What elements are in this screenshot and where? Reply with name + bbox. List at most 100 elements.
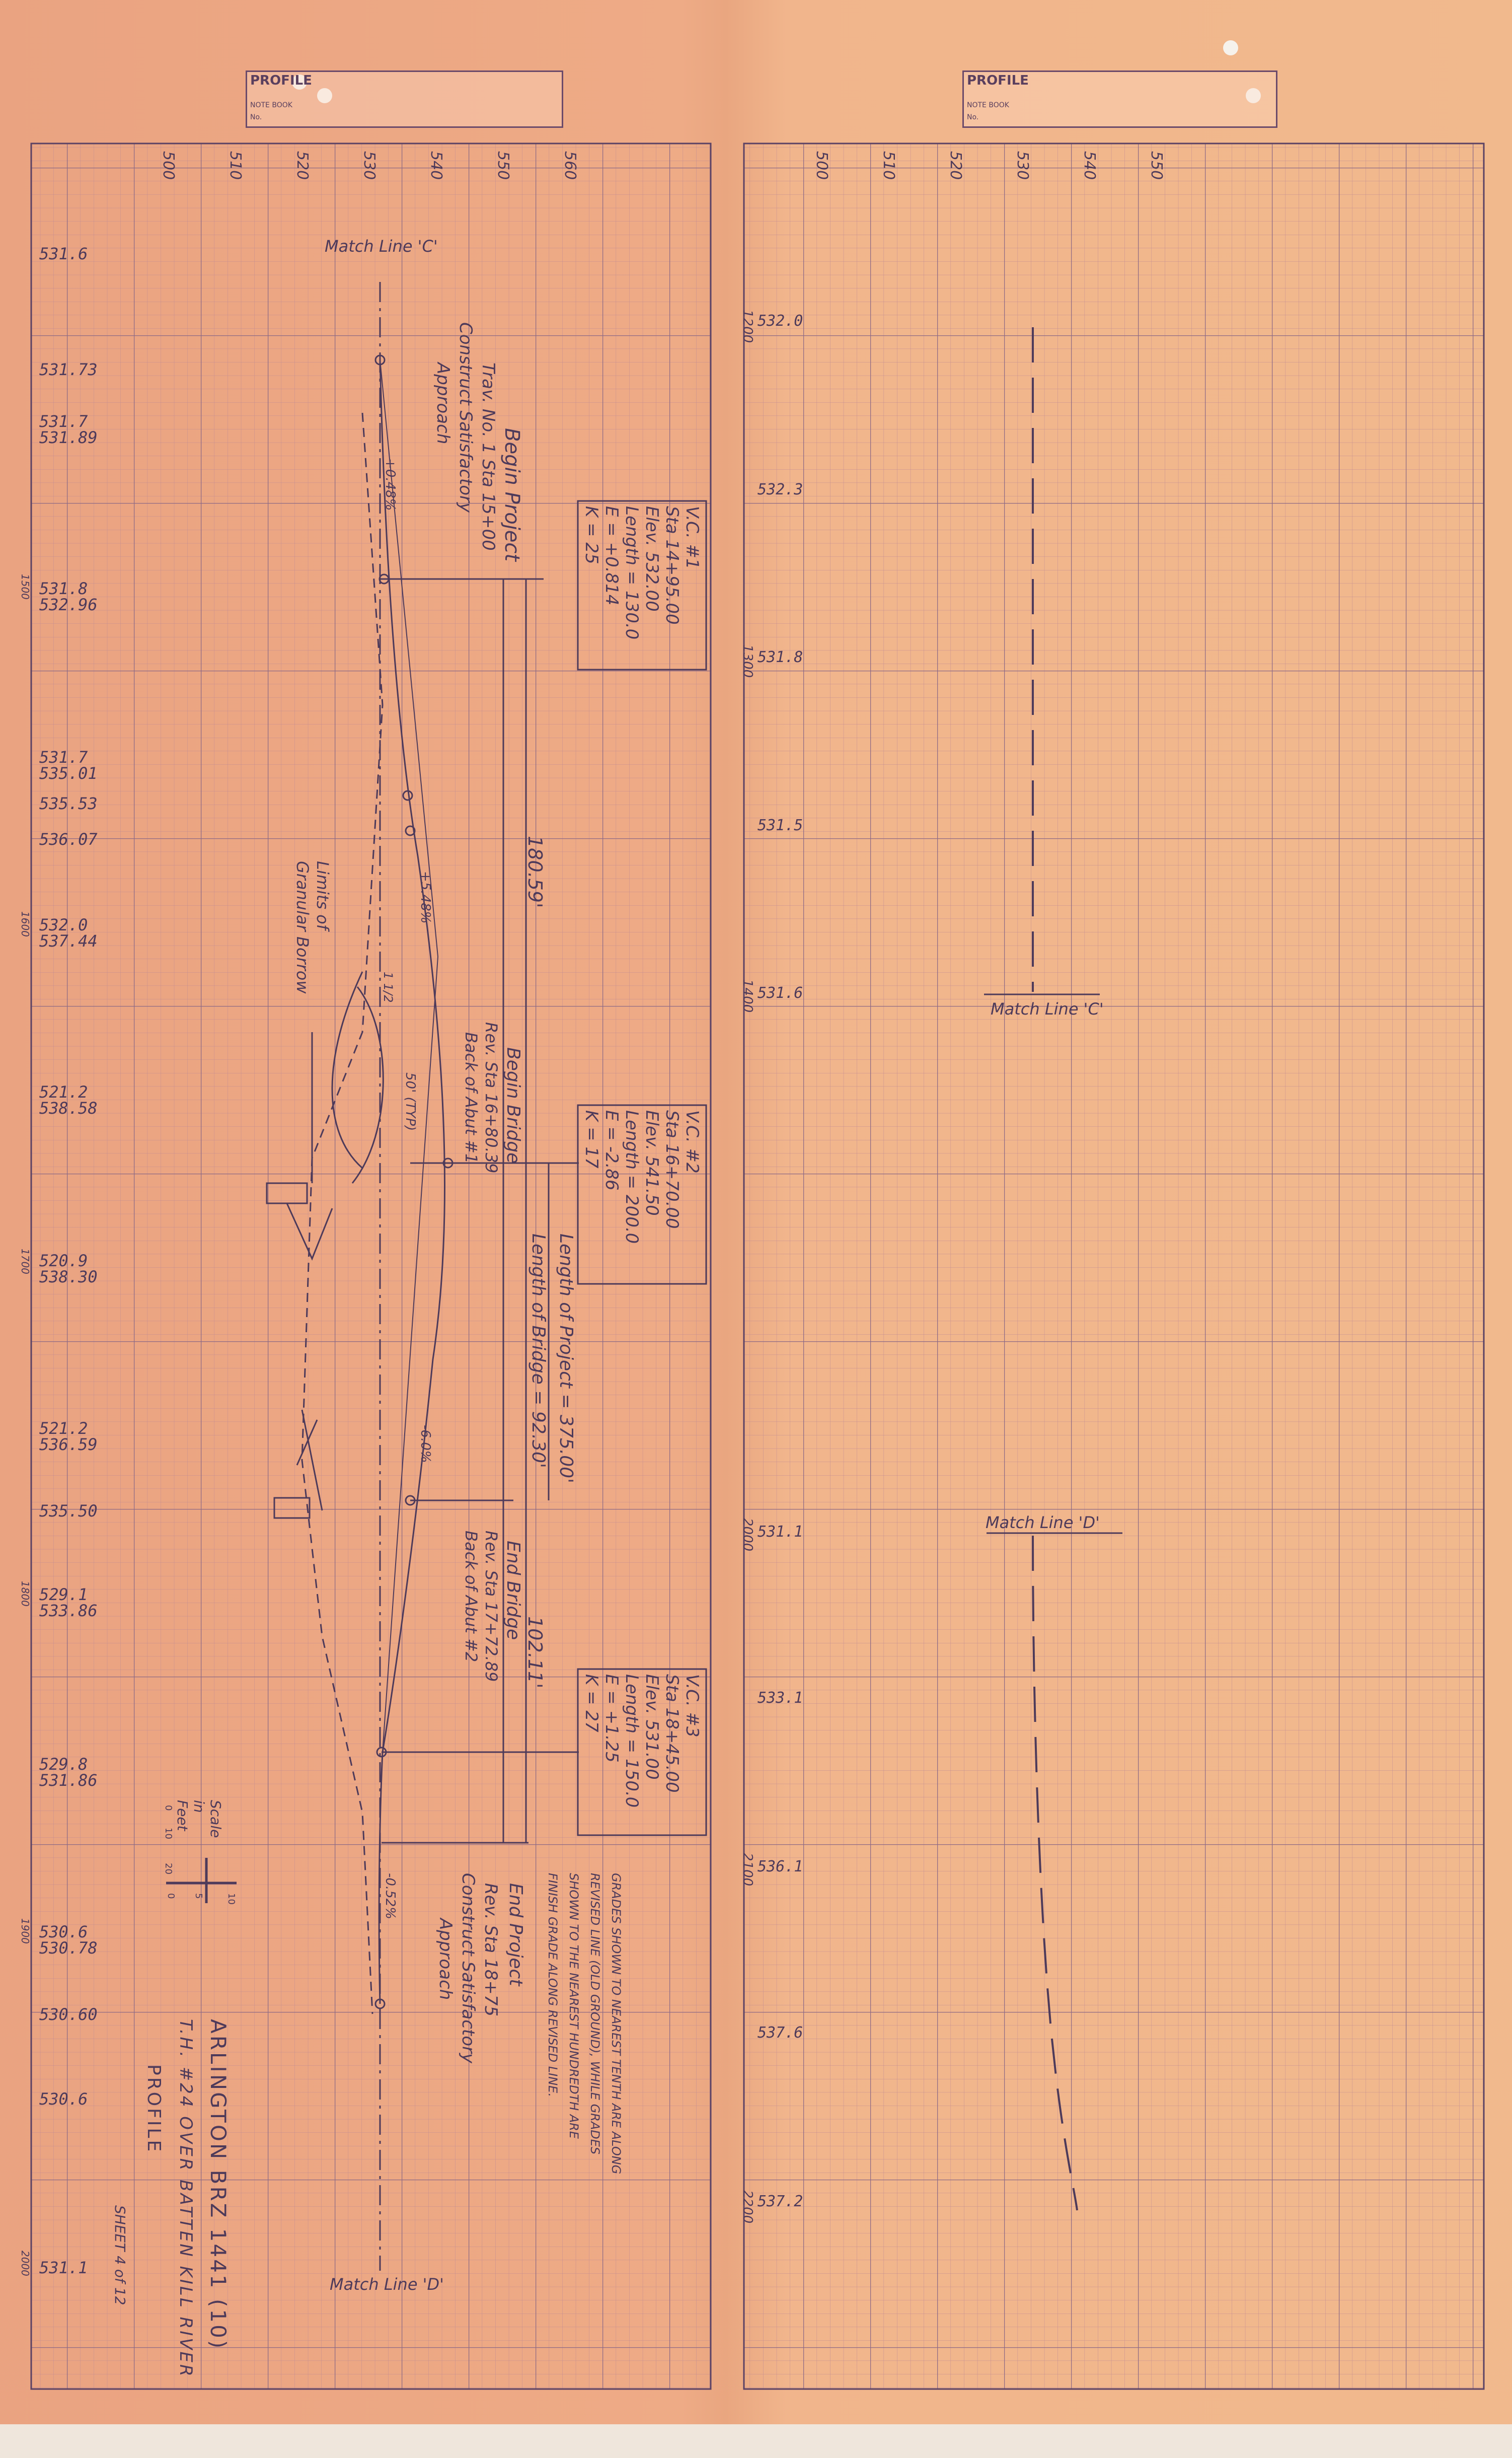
right-grade-curve xyxy=(1032,1535,1078,2211)
note-book-label: NOTE BOOK xyxy=(967,101,1009,109)
begin-bridge-label: Begin Bridge xyxy=(503,1047,523,1164)
scale-tick: 0 xyxy=(163,1805,174,1811)
tangent-line xyxy=(380,359,439,1753)
station-label: 1500 xyxy=(19,574,31,600)
elev-axis-label: 530 xyxy=(360,151,378,180)
station-label: 1400 xyxy=(740,979,755,1013)
station-label: 1300 xyxy=(740,644,755,678)
scale-tick: 10 xyxy=(163,1828,174,1839)
punch-hole xyxy=(1223,40,1238,55)
grade-elevation: 538.30 xyxy=(39,1267,98,1286)
match-line-d: Match Line 'D' xyxy=(986,1513,1100,1532)
grade-label-2: +5.48% xyxy=(418,871,433,924)
punch-hole xyxy=(292,75,307,90)
scale-title: Scale in Feet xyxy=(174,1800,224,1838)
right-elevation: 533.1 xyxy=(758,1689,803,1707)
slope-label: 1 1/2 xyxy=(381,972,395,1003)
elev-axis-label: 560 xyxy=(561,151,579,180)
vc2-text: V.C. #2 Sta 16+70.00 Elev. 541.50 Length… xyxy=(581,1110,702,1244)
left-grid xyxy=(30,142,712,2390)
end-project-station: Rev. Sta 18+75 xyxy=(481,1883,501,2017)
ground-elevation: 531.7 xyxy=(39,412,88,431)
back-of-abut-1: Back of Abut #1 xyxy=(462,1032,481,1164)
station-label: 1600 xyxy=(19,911,31,937)
ground-elevation: 521.2 xyxy=(39,1082,88,1102)
station-label: 1800 xyxy=(19,1581,31,1607)
bottom-margin xyxy=(0,2424,1512,2458)
begin-bridge-station: Rev. Sta 16+80.39 xyxy=(482,1022,501,1174)
ground-elevation: 531.1 xyxy=(39,2258,88,2277)
right-elevation: 537.6 xyxy=(758,2024,803,2042)
old-ground-line xyxy=(301,412,384,2014)
elev-axis-label: 550 xyxy=(1148,151,1165,180)
station-label: 2000 xyxy=(740,1518,755,1552)
match-line-d: Match Line 'D' xyxy=(330,2275,444,2294)
grade-label-4: -0.52% xyxy=(383,1873,398,1919)
title-block-right: PROFILE NOTE BOOK No. xyxy=(962,70,1277,128)
elev-axis-label: 540 xyxy=(427,151,445,180)
grade-elevation: 535.01 xyxy=(39,764,98,783)
grade-elevation: 537.44 xyxy=(39,931,98,951)
length-of-bridge: Length of Bridge = 92.30' xyxy=(528,1234,549,1468)
scale-tick: 10 xyxy=(226,1893,237,1905)
project-title: ARLINGTON BRZ 1441 (10) T.H. #24 OVER BA… xyxy=(143,2019,231,2378)
sheet-number: SHEET 4 of 12 xyxy=(112,2205,128,2305)
no-label: No. xyxy=(967,113,979,121)
dim-102-11: 102.11' xyxy=(524,1616,546,1689)
right-elevation: 531.1 xyxy=(758,1523,803,1541)
title-block-title: PROFILE xyxy=(967,73,1029,88)
elev-axis-label: 520 xyxy=(293,151,311,180)
ground-elevation: 531.8 xyxy=(39,579,88,598)
grade-elevation: 531.89 xyxy=(39,428,98,447)
scale-tick: 5 xyxy=(193,1893,204,1899)
grade-elevation: 538.58 xyxy=(39,1099,98,1118)
ground-elevation: 529.1 xyxy=(39,1585,88,1604)
end-bridge-station: Rev. Sta 17+72.89 xyxy=(482,1531,501,1682)
right-elevation: 531.5 xyxy=(758,817,803,834)
match-line-c: Match Line 'C' xyxy=(325,237,438,256)
ground-elevation: 535.53 xyxy=(39,794,98,813)
elev-axis-label: 510 xyxy=(226,151,244,180)
vc1-text: V.C. #1 Sta 14+95.00 Elev. 532.00 Length… xyxy=(581,506,702,640)
elev-axis-label: 510 xyxy=(880,151,897,180)
punch-hole xyxy=(1246,88,1261,103)
right-elevation: 531.6 xyxy=(758,984,803,1002)
scale-tick: 0 xyxy=(166,1893,176,1899)
construct-satisfactory-2: Construct Satisfactory xyxy=(458,1873,478,2064)
elev-axis-label: 550 xyxy=(494,151,512,180)
end-bridge-label: End Bridge xyxy=(503,1541,523,1640)
station-label: 1900 xyxy=(19,1918,31,1944)
ground-elevation: 530.60 xyxy=(39,2005,98,2024)
ground-elevation: 530.6 xyxy=(39,1922,88,1941)
finish-grade-line xyxy=(378,359,445,2004)
scale-tick: 20 xyxy=(163,1863,174,1874)
grade-elevation: 530.78 xyxy=(39,1938,98,1958)
station-label: 2100 xyxy=(740,1853,755,1887)
limits-label-2: Granular Borrow xyxy=(293,861,312,994)
construct-satisfactory-1: Construct Satisfactory xyxy=(456,322,476,513)
note-book-label: NOTE BOOK xyxy=(250,101,292,109)
back-of-abut-2: Back of Abut #2 xyxy=(462,1531,481,1662)
length-of-project: Length of Project = 375.00' xyxy=(556,1234,576,1483)
right-elevation: 536.1 xyxy=(758,1858,803,1875)
right-grid xyxy=(743,142,1485,2390)
station-label: 1700 xyxy=(19,1249,31,1274)
title-block-left: PROFILE NOTE BOOK No. xyxy=(246,70,563,128)
approach-2: Approach xyxy=(435,1918,456,2000)
begin-project-label: Begin Project xyxy=(500,428,523,562)
limits-label-1: Limits of xyxy=(313,861,332,930)
match-line-c: Match Line 'C' xyxy=(991,999,1104,1019)
ground-elevation: 531.6 xyxy=(39,244,88,263)
elev-axis-label: 530 xyxy=(1014,151,1031,180)
right-elevation: 537.2 xyxy=(758,2193,803,2210)
typ-dim: 50' (TYP) xyxy=(403,1072,418,1131)
grades-note: GRADES SHOWN TO NEAREST TENTH ARE ALONG … xyxy=(546,1873,623,2175)
ground-elevation: 521.2 xyxy=(39,1419,88,1438)
trav-note: Trav. No. 1 Sta 15+00 xyxy=(478,363,498,551)
dim-180-59: 180.59' xyxy=(524,836,546,908)
station-label: 1200 xyxy=(740,310,755,343)
station-label: 2200 xyxy=(740,2190,755,2224)
grade-label-3: -6.0% xyxy=(418,1425,433,1463)
